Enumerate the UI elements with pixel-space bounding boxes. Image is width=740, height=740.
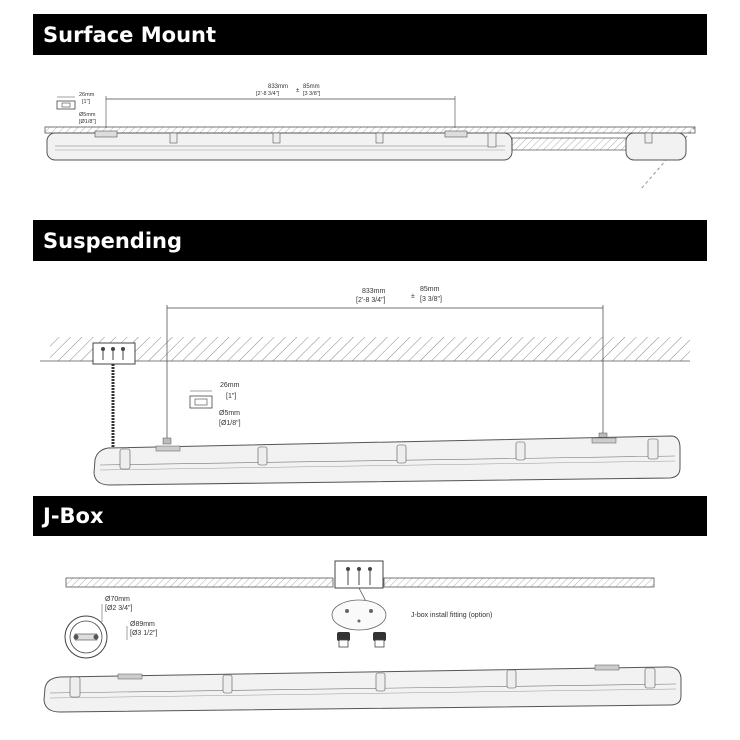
mounting-clip-detail: 26mm [1"] Ø5mm [Ø1/8"] xyxy=(56,92,96,125)
fitting-label: J-box install fitting (option) xyxy=(411,612,492,619)
section-header-surface-mount: Surface Mount xyxy=(33,14,707,55)
clip-width-imperial-label: [1"] xyxy=(226,393,236,400)
section-title: Suspending xyxy=(43,228,183,253)
plus-minus-symbol: ± xyxy=(411,293,415,300)
suspension-cable-left xyxy=(162,305,172,445)
j-box-drawing: Ø70mm [Ø2 3/4"] Ø89mm [Ø3 1/2"] J-box in… xyxy=(43,560,682,713)
plus-minus-symbol: ± xyxy=(296,88,300,94)
section-header-suspending: Suspending xyxy=(33,220,707,261)
j-box-plate-detail: Ø70mm [Ø2 3/4"] Ø89mm [Ø3 1/2"] xyxy=(64,596,157,659)
spacing-imperial-label: [2'-8 3/4"] xyxy=(256,91,280,97)
clip-width-label: 26mm xyxy=(220,382,240,389)
surface-mount-drawing: 833mm [2'-8 3/4"] ± 85mm [3 3/8"] 26mm [… xyxy=(44,84,696,191)
section-title: Surface Mount xyxy=(43,22,217,47)
tolerance-imperial-label: [3 3/8"] xyxy=(420,296,442,303)
hole-imperial-label: [Ø1/8"] xyxy=(79,119,96,125)
outer-diameter-label: Ø89mm xyxy=(130,621,155,628)
tolerance-label: 85mm xyxy=(303,84,320,90)
spacing-dimension: 833mm [2'-8 3/4"] ± 85mm [3 3/8"] xyxy=(167,286,603,309)
suspending-drawing: 833mm [2'-8 3/4"] ± 85mm [3 3/8"] 26mm [… xyxy=(40,286,690,486)
inner-diameter-label: Ø70mm xyxy=(105,596,130,603)
section-header-j-box: J-Box xyxy=(33,496,707,536)
suspended-fixture xyxy=(93,435,681,486)
hole-imperial-label: [Ø1/8"] xyxy=(219,420,241,427)
ceiling-hatched xyxy=(40,337,690,362)
outer-diameter-imperial-label: [Ø3 1/2"] xyxy=(130,630,157,637)
tolerance-label: 85mm xyxy=(420,286,440,293)
hole-label: Ø5mm xyxy=(219,410,240,417)
ceiling-junction-box xyxy=(92,342,136,365)
clip-width-label: 26mm xyxy=(79,92,95,98)
inner-diameter-imperial-label: [Ø2 3/4"] xyxy=(105,605,132,612)
surface-fixture xyxy=(46,130,687,161)
section-title: J-Box xyxy=(43,504,104,528)
spacing-label: 833mm xyxy=(362,288,386,295)
ceiling-hatched xyxy=(65,577,655,588)
suspension-cable-right xyxy=(598,305,608,440)
clip-width-imperial-label: [1"] xyxy=(82,99,91,105)
spacing-dimension: 833mm [2'-8 3/4"] ± 85mm [3 3/8"] xyxy=(105,84,456,128)
mounting-clip-detail: 26mm [1"] Ø5mm [Ø1/8"] xyxy=(189,382,241,427)
j-box-fixture xyxy=(43,664,682,713)
spacing-imperial-label: [2'-8 3/4"] xyxy=(356,297,386,304)
spacing-label: 833mm xyxy=(268,84,288,90)
hole-label: Ø5mm xyxy=(79,112,96,118)
j-box-install-fitting: J-box install fitting (option) xyxy=(331,599,492,648)
tolerance-imperial-label: [3 3/8"] xyxy=(303,91,321,97)
